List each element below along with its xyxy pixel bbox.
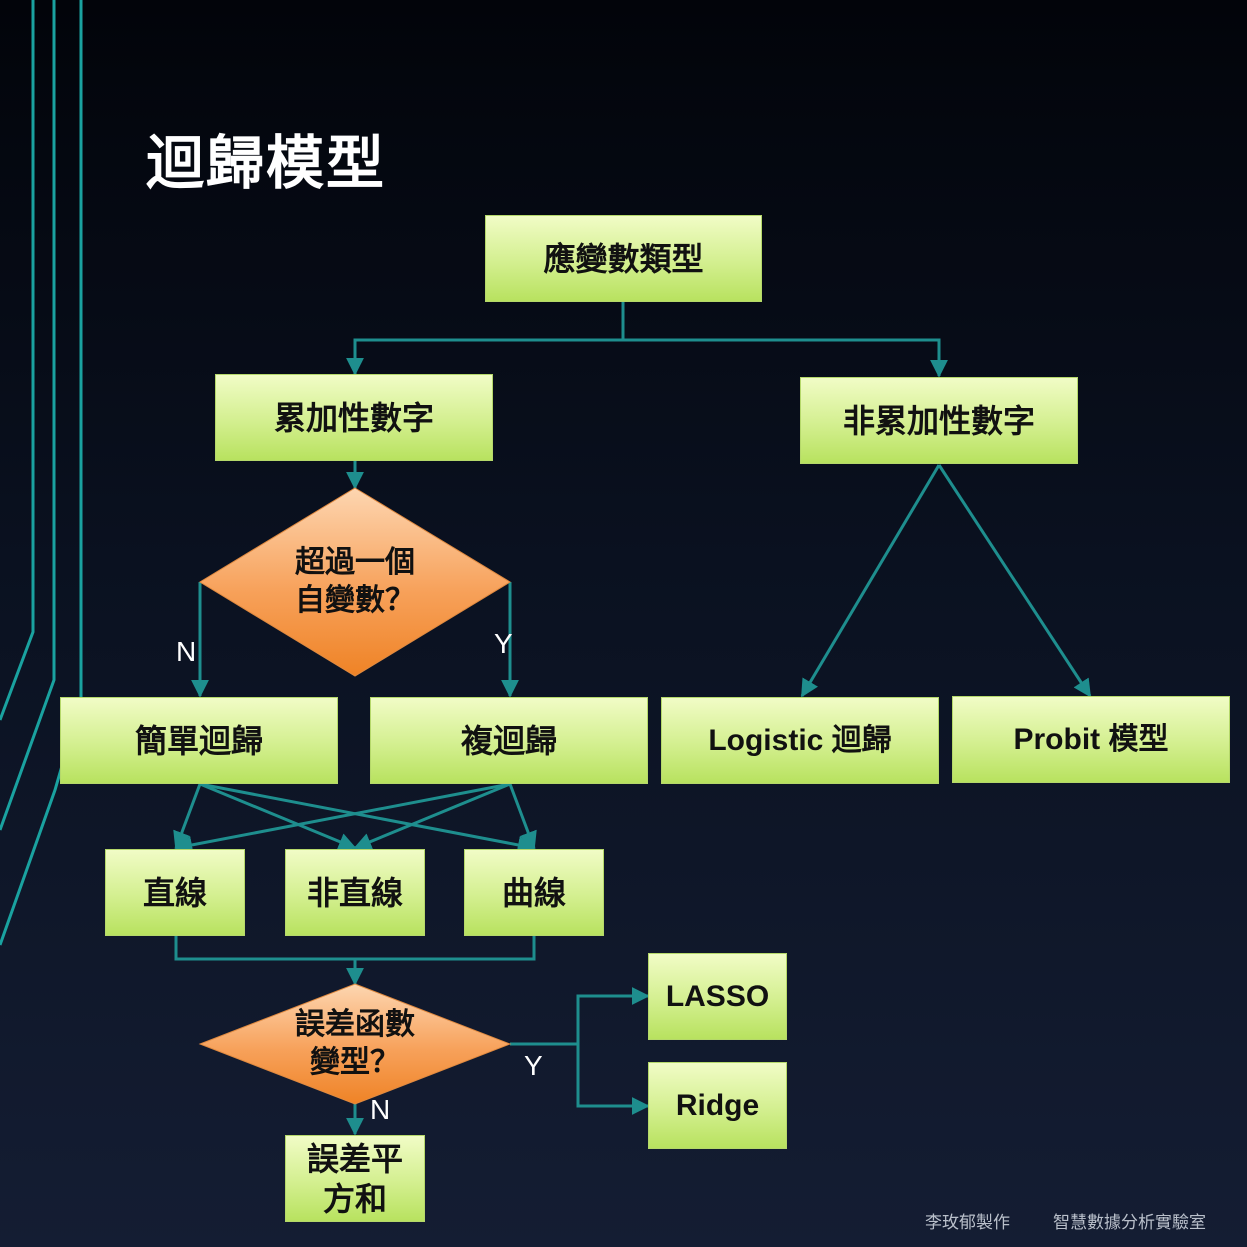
edge-to-ridge [576, 1044, 650, 1115]
node-nonlinear: 非直線 [285, 849, 425, 936]
edge-to-additive [346, 338, 623, 376]
decision-error-function-label: 誤差函數 變型？ [255, 1004, 455, 1084]
edge-multiple-linear [174, 782, 511, 854]
edge-simple-nonlinear [199, 782, 357, 851]
decision-error-function [198, 983, 512, 1105]
edge-multiple-nonlinear [353, 782, 511, 851]
node-logistic-regression: Logistic 迴歸 [661, 697, 939, 784]
node-additive-numeric: 累加性數字 [215, 374, 493, 461]
decision-error-function-line1: 誤差函數 [295, 1007, 415, 1042]
node-lasso: LASSO [648, 953, 787, 1040]
edge-multiple-curve [508, 783, 537, 850]
decision-multiple-variables [199, 487, 511, 677]
node-simple-regression: 簡單迴歸 [60, 697, 338, 784]
edge-shapes-merge [174, 936, 536, 961]
node-probit-model: Probit 模型 [952, 696, 1230, 783]
edge-to-lasso [576, 987, 650, 1044]
label-q1-no: N [176, 636, 197, 667]
footer-lab: 智慧數據分析實驗室 [1053, 1213, 1206, 1233]
node-linear: 直線 [105, 849, 245, 936]
label-q2-no: N [370, 1094, 391, 1125]
node-multiple-regression: 複迴歸 [370, 697, 648, 784]
edge-simple-curve [199, 782, 536, 854]
decision-multiple-variables-line1: 超過一個 [295, 545, 415, 580]
page-title: 迴歸模型 [146, 129, 387, 197]
node-curve: 曲線 [464, 849, 604, 936]
node-ridge: Ridge [648, 1062, 787, 1149]
edge-to-probit [937, 464, 1092, 698]
node-sse-line1: 誤差平 [306, 1139, 403, 1178]
decision-error-function-line2: 變型？ [310, 1045, 400, 1080]
label-q1-yes: Y [494, 628, 513, 659]
footer-author: 李玫郁製作 [925, 1213, 1010, 1233]
decor-line-2 [0, 0, 56, 831]
node-sse-line2: 方和 [322, 1179, 387, 1218]
edge-to-logistic [800, 464, 941, 698]
node-sum-of-squared-errors: 誤差平 方和 [285, 1135, 425, 1222]
node-response-type: 應變數類型 [485, 215, 762, 302]
label-q2-yes: Y [524, 1050, 543, 1081]
decision-multiple-variables-label: 超過一個 自變數？ [255, 540, 455, 624]
decor-line-1 [0, 0, 35, 721]
decision-multiple-variables-line2: 自變數？ [295, 583, 415, 618]
edge-simple-linear [173, 783, 202, 850]
node-non-additive-numeric: 非累加性數字 [800, 377, 1078, 464]
edge-to-nonadditive [623, 338, 948, 378]
